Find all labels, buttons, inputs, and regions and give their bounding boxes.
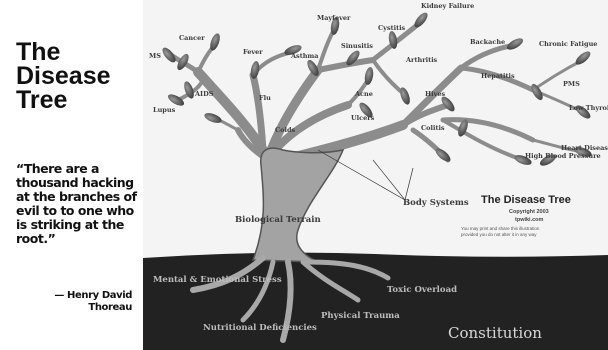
leaf-heart-disease [539, 154, 557, 166]
label-cystitis: Cystitis [378, 24, 406, 32]
disease-tree-svg: Cancer MS AIDS Lupus Fever Mayfever Asth… [143, 0, 608, 350]
leaf-mayfever [330, 17, 340, 35]
label-pms: PMS [563, 80, 580, 88]
leaf-kidney [414, 12, 428, 28]
tree-copyright: Copyright 2003 [509, 209, 549, 215]
leaf-high-bp [514, 155, 532, 165]
tree-title: The Disease Tree [481, 194, 571, 206]
label-lupus: Lupus [153, 106, 176, 114]
label-body-systems: Body Systems [403, 198, 469, 208]
label-arthritis: Arthritis [405, 56, 438, 64]
label-ulcers: Ulcers [351, 114, 375, 122]
label-colitis: Colitis [421, 124, 445, 132]
leaf-hepatitis [531, 83, 543, 101]
label-chronic-fatigue: Chronic Fatigue [539, 40, 597, 48]
thoreau-quote: “There are a thousand hacking at the bra… [16, 161, 137, 246]
label-nutritional-deficiencies: Nutritional Deficiencies [203, 323, 317, 333]
label-backache: Backache [470, 38, 505, 46]
leaf-pms [575, 105, 591, 119]
label-colds: Colds [275, 126, 296, 134]
disease-tree-illustration: Cancer MS AIDS Lupus Fever Mayfever Asth… [143, 0, 608, 350]
tree-site: tpwiki.com [515, 217, 544, 223]
leaf-low-thyroid [574, 147, 592, 157]
leaf-hives [359, 102, 373, 118]
label-high-blood-pressure: High Blood Pressure [525, 152, 601, 160]
label-flu: Flu [259, 94, 271, 102]
label-hepatitis: Hepatitis [481, 72, 515, 80]
leaf-ulcers [441, 96, 455, 112]
label-mental-emotional-stress: Mental & Emotional Stress [153, 275, 282, 285]
quote-attribution: — Henry David Thoreau [54, 290, 132, 313]
leaf-aids [184, 81, 194, 99]
leaf-cancer-b [210, 33, 220, 51]
leaf-fever [284, 45, 302, 55]
leaf-flu [250, 61, 260, 79]
leaf-cystitis [388, 31, 398, 49]
soil [143, 252, 608, 350]
tree-notice-line1: You may print and share this illustratio… [461, 226, 540, 231]
leaf-cancer-a [177, 53, 189, 71]
leaf-asthma [307, 59, 319, 77]
leaf-colitis [435, 148, 451, 162]
label-kidney-failure: Kidney Failure [421, 2, 474, 10]
label-mayfever: Mayfever [317, 14, 351, 22]
leaves [162, 12, 592, 166]
left-text-panel: The Disease Tree “There are a thousand h… [0, 0, 140, 350]
leaf-arthritis [400, 87, 410, 105]
slide-title: The Disease Tree [16, 38, 111, 114]
leaf-chronic-fatigue [575, 51, 591, 65]
leaf-lupus [167, 94, 185, 106]
leaf-ms [162, 47, 176, 63]
body-systems-pointers [317, 149, 414, 201]
roots [190, 255, 391, 343]
label-constitution: Constitution [448, 324, 542, 342]
label-physical-trauma: Physical Trauma [321, 311, 400, 321]
label-cancer: Cancer [179, 34, 205, 42]
tree-notice-line2: provided you do not alter it in any way [461, 232, 537, 237]
leaf-lupus-b [204, 113, 222, 123]
leaf-acne [364, 67, 374, 85]
leaf-sinusitis [346, 50, 360, 66]
label-biological-terrain: Biological Terrain [235, 215, 321, 225]
label-ms: MS [149, 52, 161, 60]
label-toxic-overload: Toxic Overload [387, 285, 457, 295]
label-asthma: Asthma [290, 52, 319, 60]
label-low-thyroid: Low Thyroid [569, 104, 608, 112]
label-fever: Fever [243, 48, 263, 56]
label-sinusitis: Sinusitis [341, 42, 373, 50]
leaf-backache [506, 38, 524, 50]
label-heart-disease: Heart Disease [561, 144, 608, 152]
leaf-colds [458, 119, 468, 137]
label-hives: Hives [425, 90, 446, 98]
label-acne: Acne [354, 90, 373, 98]
tree-trunk [251, 147, 345, 263]
label-aids: AIDS [194, 90, 214, 98]
